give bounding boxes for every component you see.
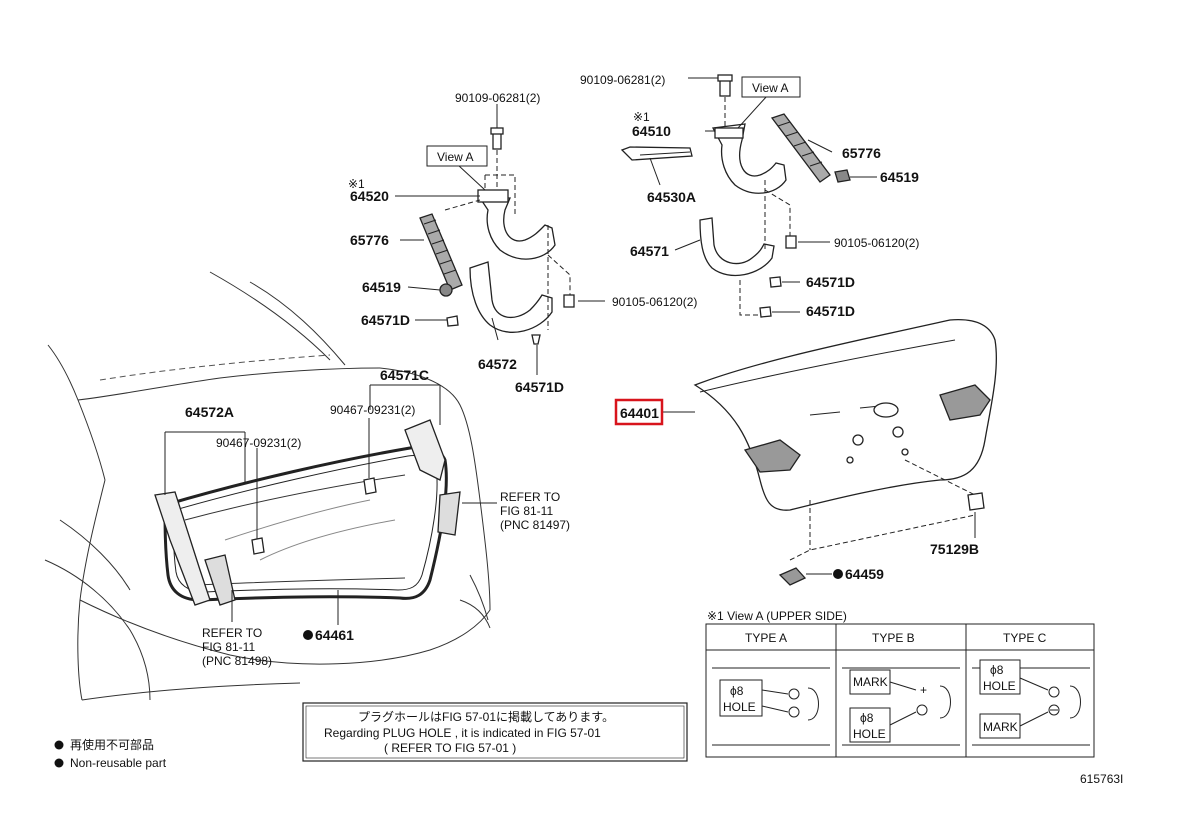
refer-1-line3[interactable]: (PNC 81497) bbox=[500, 518, 570, 532]
label-75129b[interactable]: 75129B bbox=[930, 541, 979, 557]
car-body bbox=[44, 271, 491, 701]
leader-lines bbox=[164, 77, 976, 625]
label-64571d-2[interactable]: 64571D bbox=[515, 379, 564, 395]
type-b-plus: + bbox=[920, 683, 927, 697]
type-a-phi8: ϕ8 bbox=[730, 684, 744, 698]
label-65776-right[interactable]: 65776 bbox=[842, 145, 881, 161]
type-c-mark: MARK bbox=[983, 720, 1018, 734]
label-64401[interactable]: 64401 bbox=[620, 405, 659, 421]
type-b-cell: MARK + ϕ8 HOLE bbox=[842, 667, 960, 746]
label-64571c[interactable]: 64571C bbox=[380, 367, 429, 383]
type-c-phi8: ϕ8 bbox=[990, 663, 1004, 677]
non-reusable-dot-64459 bbox=[833, 569, 843, 579]
label-64571d-1[interactable]: 64571D bbox=[361, 312, 410, 328]
note-line-jp: プラグホールはFIG 57-01に掲載してあります。 bbox=[358, 709, 614, 724]
legend-dot-en bbox=[54, 758, 64, 768]
legend-jp: 再使用不可部品 bbox=[70, 737, 154, 752]
label-65776-left[interactable]: 65776 bbox=[350, 232, 389, 248]
label-bolt-mid-right[interactable]: 90105-06120(2) bbox=[834, 236, 919, 250]
label-clip-a[interactable]: 90467-09231(2) bbox=[216, 436, 301, 450]
label-64459[interactable]: 64459 bbox=[845, 566, 884, 582]
label-64571d-3[interactable]: 64571D bbox=[806, 274, 855, 290]
type-b-header: TYPE B bbox=[872, 631, 915, 645]
label-64461[interactable]: 64461 bbox=[315, 627, 354, 643]
label-64572[interactable]: 64572 bbox=[478, 356, 517, 372]
label-64519-left[interactable]: 64519 bbox=[362, 279, 401, 295]
label-64571[interactable]: 64571 bbox=[630, 243, 669, 259]
refer-2-line3[interactable]: (PNC 81498) bbox=[202, 654, 272, 668]
view-a-label-right: View A bbox=[752, 81, 788, 95]
type-a-cell: ϕ8 HOLE bbox=[712, 667, 830, 746]
label-64572a[interactable]: 64572A bbox=[185, 404, 234, 420]
type-a-hole: HOLE bbox=[723, 700, 756, 714]
highlight-box-64401 bbox=[614, 398, 664, 426]
refer-1-line1[interactable]: REFER TO bbox=[500, 490, 560, 504]
label-64520[interactable]: 64520 bbox=[350, 188, 389, 204]
type-b-hole: HOLE bbox=[853, 727, 886, 741]
type-c-cell: ϕ8 HOLE MARK bbox=[972, 659, 1090, 746]
legend-en: Non-reusable part bbox=[70, 756, 167, 770]
mark-1-right: ※1 bbox=[633, 110, 650, 124]
part-labels: 64401 90109-06281(2) 90109-06281(2) ※1 6… bbox=[185, 73, 1123, 786]
label-bolt-mid-left[interactable]: 90105-06120(2) bbox=[612, 295, 697, 309]
label-clip-c[interactable]: 90467-09231(2) bbox=[330, 403, 415, 417]
legend-dot-jp bbox=[54, 740, 64, 750]
view-a-caption: ※1 View A (UPPER SIDE) bbox=[707, 609, 847, 623]
note-box: プラグホールはFIG 57-01に掲載してあります。 Regarding PLU… bbox=[302, 702, 688, 762]
right-hinge-assembly bbox=[620, 74, 851, 318]
label-bolt-top-right[interactable]: 90109-06281(2) bbox=[580, 73, 665, 87]
type-c-header: TYPE C bbox=[1003, 631, 1047, 645]
mark-1-left: ※1 bbox=[348, 177, 365, 191]
label-64571d-4[interactable]: 64571D bbox=[806, 303, 855, 319]
left-hinge-assembly bbox=[419, 127, 575, 345]
non-reusable-dot-64461 bbox=[303, 630, 313, 640]
type-b-mark: MARK bbox=[853, 675, 888, 689]
refer-1-line2[interactable]: FIG 81-11 bbox=[500, 504, 553, 518]
label-64530a[interactable]: 64530A bbox=[647, 189, 696, 205]
refer-2-line1[interactable]: REFER TO bbox=[202, 626, 262, 640]
type-a-header: TYPE A bbox=[745, 631, 787, 645]
label-64510[interactable]: 64510 bbox=[632, 123, 671, 139]
type-c-hole: HOLE bbox=[983, 679, 1016, 693]
trunk-lid bbox=[693, 319, 998, 586]
type-b-phi8: ϕ8 bbox=[860, 711, 874, 725]
label-64519-right[interactable]: 64519 bbox=[880, 169, 919, 185]
diagram-id: 615763I bbox=[1080, 772, 1123, 786]
view-a-box-right bbox=[741, 76, 801, 98]
note-line-en: Regarding PLUG HOLE , it is indicated in… bbox=[324, 726, 601, 740]
refer-2-line2[interactable]: FIG 81-11 bbox=[202, 640, 255, 654]
legend: 再使用不可部品 Non-reusable part bbox=[54, 737, 167, 770]
view-a-label-left: View A bbox=[437, 150, 473, 164]
label-bolt-top-left[interactable]: 90109-06281(2) bbox=[455, 91, 540, 105]
view-a-table: ※1 View A (UPPER SIDE) TYPE A TYPE B TYP… bbox=[705, 609, 1095, 758]
view-a-box-left bbox=[426, 145, 488, 167]
note-line-refer: ( REFER TO FIG 57-01 ) bbox=[384, 741, 516, 755]
